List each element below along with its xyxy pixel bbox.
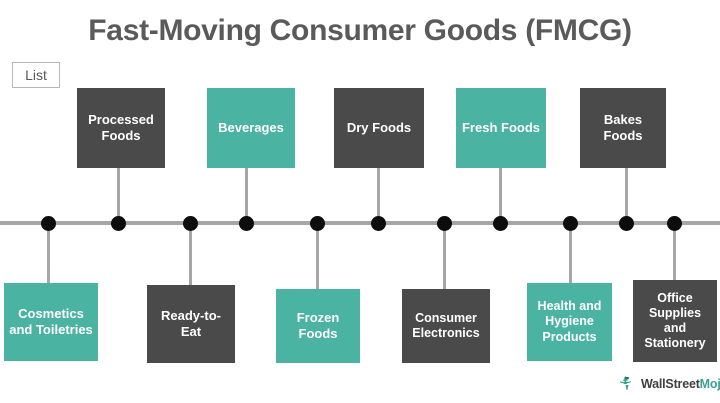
connector-line-fresh-foods [499, 168, 502, 223]
category-box-health-and-hygiene-products[interactable]: Health and Hygiene Products [527, 283, 612, 361]
wallstreetmojo-logo: WallStreetMojo [617, 374, 720, 394]
connector-line-health-and-hygiene-products [569, 223, 572, 283]
category-box-processed-foods[interactable]: Processed Foods [77, 88, 165, 168]
page-title: Fast-Moving Consumer Goods (FMCG) [88, 14, 632, 47]
timeline-dot-frozen-foods[interactable] [309, 215, 325, 231]
category-box-label: Bakes Foods [603, 112, 643, 143]
category-box-label: Health and Hygiene Products [537, 299, 602, 344]
logo-text-primary: WallStreet [641, 377, 700, 391]
category-box-bakes-foods[interactable]: Bakes Foods [580, 88, 666, 168]
timeline-dot-consumer-electronics[interactable] [436, 215, 452, 231]
connector-line-beverages [245, 168, 248, 223]
timeline-dot-processed-foods[interactable] [110, 215, 126, 231]
wallstreetmojo-mark-icon [619, 376, 631, 390]
list-tag-label: List [25, 67, 47, 83]
category-box-office-supplies-and-stationery[interactable]: Office Supplies and Stationery [633, 280, 717, 362]
connector-line-bakes-foods [625, 168, 628, 223]
category-box-label: Frozen Foods [296, 310, 340, 341]
category-box-label: Dry Foods [346, 120, 412, 136]
connector-line-ready-to-eat [189, 223, 192, 285]
category-box-beverages[interactable]: Beverages [207, 88, 295, 168]
category-box-label: Fresh Foods [461, 120, 540, 136]
connector-line-consumer-electronics [443, 223, 446, 289]
category-box-label: Cosmetics and Toiletries [9, 306, 93, 337]
timeline-dot-health-and-hygiene-products[interactable] [562, 215, 578, 231]
connector-line-processed-foods [117, 168, 120, 223]
logo-text-accent: Mojo [699, 377, 720, 391]
list-tag: List [12, 62, 60, 88]
connector-line-cosmetics-and-toiletries [47, 223, 50, 283]
category-box-label: Ready-to-Eat [161, 308, 221, 339]
logo-text: WallStreetMojo [641, 377, 720, 391]
category-box-dry-foods[interactable]: Dry Foods [334, 88, 424, 168]
category-box-label: Beverages [218, 120, 284, 136]
category-box-fresh-foods[interactable]: Fresh Foods [456, 88, 546, 168]
timeline-dot-dry-foods[interactable] [370, 215, 386, 231]
category-box-frozen-foods[interactable]: Frozen Foods [276, 289, 360, 363]
connector-line-dry-foods [377, 168, 380, 223]
timeline-dot-bakes-foods[interactable] [618, 215, 634, 231]
timeline-dot-ready-to-eat[interactable] [182, 215, 198, 231]
category-box-label: Office Supplies and Stationery [644, 290, 706, 351]
timeline-dot-beverages[interactable] [238, 215, 254, 231]
category-box-label: Processed Foods [88, 112, 154, 143]
category-box-ready-to-eat[interactable]: Ready-to-Eat [147, 285, 235, 363]
timeline-dot-office-supplies-and-stationery[interactable] [666, 215, 682, 231]
connector-line-frozen-foods [316, 223, 319, 289]
category-box-consumer-electronics[interactable]: Consumer Electronics [402, 289, 490, 363]
timeline-dot-cosmetics-and-toiletries[interactable] [40, 215, 56, 231]
connector-line-office-supplies-and-stationery [673, 223, 676, 280]
timeline-axis [0, 221, 720, 225]
category-box-label: Consumer Electronics [412, 310, 480, 340]
timeline-dot-fresh-foods[interactable] [492, 215, 508, 231]
category-box-cosmetics-and-toiletries[interactable]: Cosmetics and Toiletries [4, 283, 98, 361]
